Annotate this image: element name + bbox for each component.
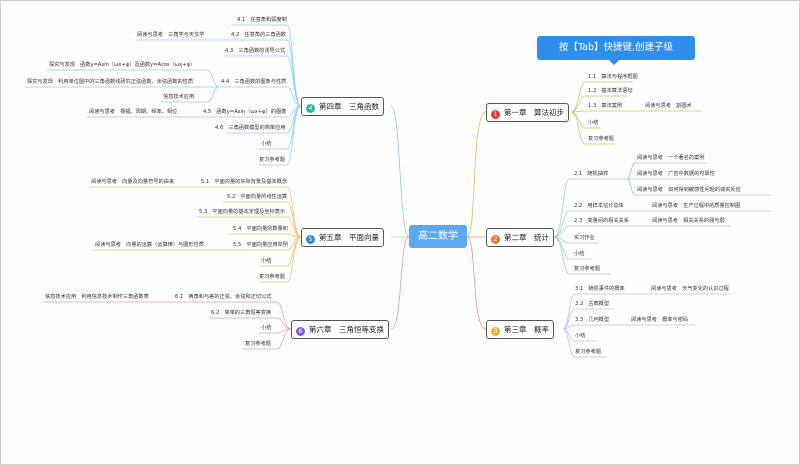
chapter-4-node[interactable]: 4 第四章 三角函数 <box>301 97 384 116</box>
topic-node[interactable]: 阅读与思考 概率与密码 <box>631 317 689 323</box>
topic-node[interactable]: 4.6 三角函数模型的简单应用 <box>215 125 286 131</box>
topic-node[interactable]: 复习参考题 <box>574 266 600 272</box>
chapter-label: 第二章 统计 <box>504 233 549 242</box>
chapter-5-node[interactable]: 5 第五章 平面向量 <box>301 228 384 247</box>
topic-node[interactable]: 2.1 随机抽样 <box>574 171 609 177</box>
chapter-label: 第一章 算法初步 <box>504 108 564 117</box>
topic-node[interactable]: 3.2 古典概型 <box>575 301 610 307</box>
chapter-label: 第三章 概率 <box>504 325 549 334</box>
topic-node[interactable]: 探究与发现 函数y=Asin（ωx+φ）及函数y=Acos（ωx+φ） <box>49 62 196 68</box>
topic-node[interactable]: 5.3 平面向量的基本定理及坐标表示 <box>199 209 286 215</box>
topic-node[interactable]: 复习参考题 <box>259 274 285 280</box>
topic-node[interactable]: 4.3 三角函数的诱导公式 <box>225 48 286 54</box>
number-badge: 6 <box>296 327 305 336</box>
chapter-1-node[interactable]: 1 第一章 算法初步 <box>486 103 569 122</box>
topic-node[interactable]: 1.1 算法与程序框图 <box>588 74 638 80</box>
topic-node[interactable]: 阅读与思考 向量的运算（运算律）与图形性质 <box>95 242 204 248</box>
chapter-label: 第六章 三角恒等变换 <box>309 325 384 334</box>
topic-node[interactable]: 阅读与思考 广告中数据的可靠性 <box>637 171 715 177</box>
chapter-label: 第四章 三角函数 <box>319 102 379 111</box>
topic-node[interactable]: 6.1 两角和与差的正弦、余弦和正切公式 <box>175 294 272 300</box>
topic-node[interactable]: 复习参考题 <box>259 157 285 163</box>
topic-node[interactable]: 信息技术应用 <box>163 94 195 100</box>
topic-node[interactable]: 2.2 用样本估计总体 <box>574 203 624 209</box>
topic-node[interactable]: 6.2 简单的三角恒等变换 <box>211 310 272 316</box>
topic-node[interactable]: 阅读与思考 振幅、周期、频率、相位 <box>89 109 178 115</box>
topic-node[interactable]: 5.1 平面向量的实际背景及基本概念 <box>201 179 288 185</box>
topic-node[interactable]: 阅读与思考 生产过程中的质量控制图 <box>652 203 741 209</box>
number-badge: 1 <box>491 110 500 119</box>
chapter-label: 第五章 平面向量 <box>319 233 379 242</box>
topic-node[interactable]: 阅读与思考 向量及向量符号的由来 <box>91 179 175 185</box>
topic-node[interactable]: 3.3 几何概型 <box>575 317 610 323</box>
topic-node[interactable]: 复习参考题 <box>245 341 271 347</box>
topic-node[interactable]: 小结 <box>588 120 599 126</box>
topic-node[interactable]: 4.2 任意角的三角函数 <box>231 32 286 38</box>
topic-node[interactable]: 探究与发现 利用单位圆中的三角函数线研究正弦函数、余弦函数的性质 <box>27 79 194 85</box>
topic-node[interactable]: 5.4 平面向量的数量积 <box>233 226 288 232</box>
topic-node[interactable]: 1.2 基本算法语句 <box>588 88 633 94</box>
topic-node[interactable]: 阅读与思考 三角学与天文学 <box>137 32 205 38</box>
chapter-3-node[interactable]: 3 第三章 概率 <box>486 320 554 339</box>
topic-node[interactable]: 5.2 平面向量的线性运算 <box>227 194 288 200</box>
topic-node[interactable]: 1.3 算法案例 <box>588 103 623 109</box>
topic-node[interactable]: 小结 <box>261 141 272 147</box>
topic-node[interactable]: 小结 <box>574 251 585 257</box>
topic-node[interactable]: 阅读与思考 相关关系的强与弱 <box>652 218 725 224</box>
topic-node[interactable]: 2.3 变量间的相关关系 <box>574 218 629 224</box>
chapter-2-node[interactable]: 2 第二章 统计 <box>486 228 554 247</box>
topic-node[interactable]: 5.5 平面向量应用举例 <box>233 242 288 248</box>
number-badge: 5 <box>306 235 315 244</box>
topic-node[interactable]: 实习作业 <box>574 235 595 241</box>
topic-node[interactable]: 阅读与思考 如何得到敏感性问题的诚实反应 <box>637 187 741 193</box>
topic-node[interactable]: 4.4 三角函数的图象与性质 <box>221 79 287 85</box>
topic-node[interactable]: 小结 <box>261 325 272 331</box>
number-badge: 4 <box>306 104 315 113</box>
topic-node[interactable]: 小结 <box>575 333 586 339</box>
chapter-6-node[interactable]: 6 第六章 三角恒等变换 <box>291 320 389 339</box>
topic-node[interactable]: 阅读与思考 一个著名的案例 <box>637 155 705 161</box>
topic-node[interactable]: 3.1 随机事件的概率 <box>575 286 625 292</box>
topic-node[interactable]: 4.1 任意角和弧度制 <box>237 17 287 23</box>
topic-node[interactable]: 信息技术应用 利用信息技术制作三角函数表 <box>45 294 149 300</box>
topic-node[interactable]: 阅读与思考 天气变化的认识过程 <box>651 286 729 292</box>
topic-node[interactable]: 阅读与思考 割圆术 <box>645 103 692 109</box>
topic-node[interactable]: 复习参考题 <box>588 136 614 142</box>
topic-node[interactable]: 4.5 函数y=Asin（ωx+φ）的图像 <box>203 109 287 115</box>
topic-node[interactable]: 复习参考题 <box>575 349 601 355</box>
root-topic[interactable]: 高二数学 <box>409 225 467 248</box>
number-badge: 2 <box>491 235 500 244</box>
topic-node[interactable]: 小结 <box>261 258 272 264</box>
number-badge: 3 <box>491 327 500 336</box>
tab-hint-tooltip: 按【Tab】快捷键,创建子级 <box>537 36 695 65</box>
